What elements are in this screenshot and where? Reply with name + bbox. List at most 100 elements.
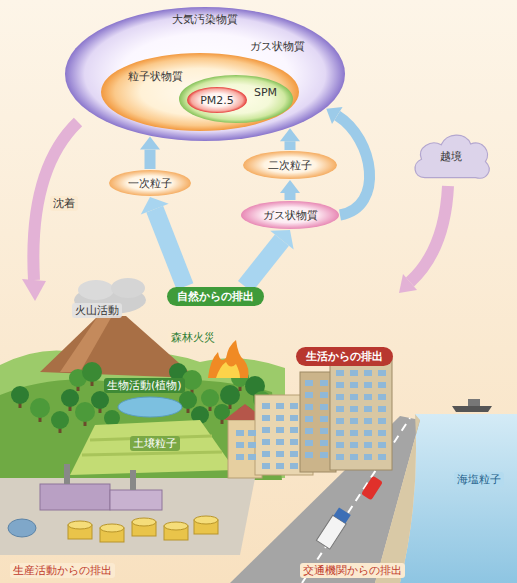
window bbox=[305, 416, 313, 422]
tree-crown bbox=[182, 370, 202, 390]
window bbox=[305, 380, 313, 386]
window bbox=[336, 442, 344, 448]
window bbox=[378, 382, 386, 388]
window bbox=[262, 451, 270, 457]
living-emission-tag: 生活からの排出 bbox=[296, 347, 393, 366]
office-building bbox=[330, 358, 392, 470]
node-label: 自然からの排出 bbox=[177, 290, 254, 303]
window bbox=[350, 394, 358, 400]
window bbox=[378, 406, 386, 412]
window bbox=[364, 430, 372, 436]
front-hill bbox=[0, 379, 282, 480]
node-label: ガス状物質 bbox=[263, 209, 318, 222]
tank-top bbox=[164, 522, 188, 530]
transboundary-cloud: 越境 bbox=[410, 128, 492, 184]
car-body bbox=[361, 476, 383, 501]
node-label: 越境 bbox=[440, 150, 462, 163]
window bbox=[350, 370, 358, 376]
window bbox=[336, 454, 344, 460]
window bbox=[248, 454, 256, 460]
window bbox=[236, 430, 244, 436]
window bbox=[262, 463, 270, 469]
window bbox=[350, 382, 358, 388]
window bbox=[262, 403, 270, 409]
window bbox=[305, 428, 313, 434]
field-rows bbox=[82, 436, 222, 455]
window bbox=[276, 463, 284, 469]
fire-core bbox=[216, 362, 240, 378]
window bbox=[276, 451, 284, 457]
truck-cab bbox=[334, 507, 351, 523]
truck bbox=[316, 507, 351, 549]
window bbox=[336, 430, 344, 436]
node-label: 生活からの排出 bbox=[306, 350, 383, 363]
tree-crown bbox=[75, 402, 95, 422]
ellipse-shape bbox=[187, 87, 247, 113]
particle-ellipse: PM2.5SPM粒子状物質 bbox=[100, 52, 300, 132]
arrow-head bbox=[140, 137, 160, 150]
plant-label: 生物活動(植物) bbox=[104, 378, 185, 393]
window bbox=[305, 440, 313, 446]
ellipse-shape bbox=[241, 201, 339, 229]
window bbox=[378, 370, 386, 376]
window bbox=[336, 418, 344, 424]
window bbox=[262, 415, 270, 421]
source-label: 交通機関からの排出 bbox=[300, 563, 405, 578]
arrow-shaft bbox=[337, 116, 369, 215]
transboundary-arrow bbox=[410, 186, 448, 282]
tree-crown bbox=[51, 411, 69, 429]
window bbox=[350, 454, 358, 460]
window bbox=[290, 463, 298, 469]
ellipse-shape bbox=[101, 53, 299, 131]
window bbox=[320, 416, 328, 422]
tank-top bbox=[100, 524, 124, 532]
tree-crown bbox=[201, 389, 219, 407]
arrow-head bbox=[280, 180, 300, 193]
spm-ellipse: PM2.5SPM bbox=[178, 74, 294, 124]
tree-crown bbox=[220, 385, 240, 405]
window bbox=[262, 439, 270, 445]
window bbox=[336, 394, 344, 400]
factory-chimney bbox=[64, 464, 70, 484]
pm25-ellipse: PM2.5 bbox=[186, 86, 248, 114]
tree-crown bbox=[61, 389, 79, 407]
window bbox=[320, 440, 328, 446]
window bbox=[320, 404, 328, 410]
pond bbox=[118, 397, 182, 417]
soil-label: 土壌粒子 bbox=[130, 436, 180, 451]
arrow-shaft bbox=[245, 240, 282, 286]
window bbox=[336, 406, 344, 412]
arrow-head bbox=[141, 197, 169, 215]
window bbox=[378, 394, 386, 400]
window bbox=[248, 442, 256, 448]
window bbox=[336, 382, 344, 388]
window bbox=[290, 427, 298, 433]
tree-crown bbox=[104, 410, 120, 426]
window bbox=[364, 394, 372, 400]
node-label: 一次粒子 bbox=[128, 177, 172, 190]
window bbox=[276, 427, 284, 433]
flow-arrow bbox=[141, 197, 185, 287]
window bbox=[364, 382, 372, 388]
window bbox=[248, 430, 256, 436]
window bbox=[350, 430, 358, 436]
window bbox=[364, 418, 372, 424]
oil-tanks bbox=[68, 516, 218, 542]
tank-top bbox=[68, 521, 92, 529]
node-label: 粒子状物質 bbox=[128, 70, 183, 83]
deposition-arrowhead bbox=[22, 279, 46, 301]
arrow-shaft bbox=[285, 141, 296, 150]
gas-ellipse: ガス状物質 bbox=[240, 200, 340, 230]
sea bbox=[400, 414, 517, 583]
window bbox=[262, 427, 270, 433]
window bbox=[336, 370, 344, 376]
window bbox=[364, 454, 372, 460]
flow-arrow bbox=[140, 137, 160, 169]
source-label: 生産活動からの排出 bbox=[10, 563, 115, 578]
factory-tank bbox=[8, 519, 36, 537]
node-label: 大気汚染物質 bbox=[172, 13, 238, 26]
window bbox=[236, 442, 244, 448]
window bbox=[305, 392, 313, 398]
building-windows bbox=[236, 370, 386, 469]
